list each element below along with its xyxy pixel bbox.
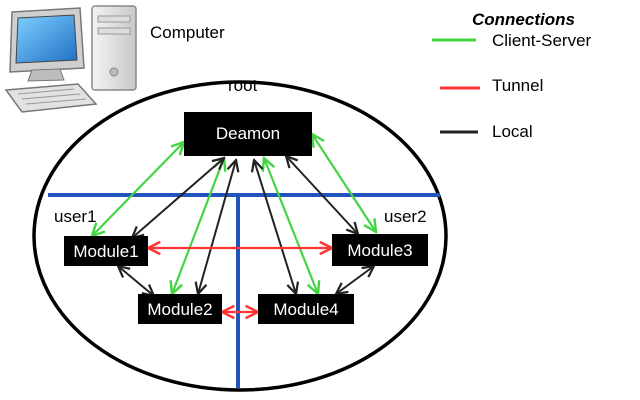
client-server-links — [92, 134, 376, 294]
node-module2-label: Module2 — [147, 300, 212, 319]
node-module1-label: Module1 — [73, 242, 138, 261]
link-daemon-module2-local — [198, 160, 236, 294]
link-daemon-module2-cs — [172, 158, 224, 294]
legend-title: Connections — [472, 10, 575, 29]
local-links — [118, 156, 374, 296]
link-module1-module2-local — [118, 266, 154, 296]
link-module3-module4-local — [336, 266, 374, 294]
root-ellipse — [32, 80, 448, 392]
node-daemon: Deamon — [184, 112, 312, 156]
tunnel-links — [148, 248, 332, 312]
node-daemon-label: Deamon — [216, 124, 280, 143]
link-daemon-module4-local — [254, 160, 296, 294]
zone-label-user2: user2 — [384, 207, 427, 226]
legend-item-local: Local — [440, 122, 533, 141]
link-daemon-module3-local — [286, 156, 358, 234]
node-module4: Module4 — [258, 294, 354, 324]
node-module3: Module3 — [332, 234, 428, 266]
node-module2: Module2 — [138, 294, 222, 324]
legend: Connections Client-Server Tunnel Local — [432, 10, 592, 141]
link-daemon-module1-cs — [92, 142, 184, 236]
legend-item-tunnel: Tunnel — [440, 76, 543, 95]
legend-label-client-server: Client-Server — [492, 31, 592, 50]
node-module4-label: Module4 — [273, 300, 338, 319]
node-module3-label: Module3 — [347, 241, 412, 260]
legend-label-local: Local — [492, 122, 533, 141]
node-module1: Module1 — [64, 236, 148, 266]
computer-label: Computer — [150, 23, 225, 42]
legend-item-client-server: Client-Server — [432, 31, 592, 50]
link-daemon-module1-local — [132, 158, 224, 238]
link-daemon-module3-cs — [312, 134, 376, 232]
link-daemon-module4-cs — [264, 158, 318, 294]
legend-label-tunnel: Tunnel — [492, 76, 543, 95]
zone-label-user1: user1 — [54, 207, 97, 226]
computer-icon — [4, 5, 137, 113]
root-label: root — [228, 76, 258, 95]
